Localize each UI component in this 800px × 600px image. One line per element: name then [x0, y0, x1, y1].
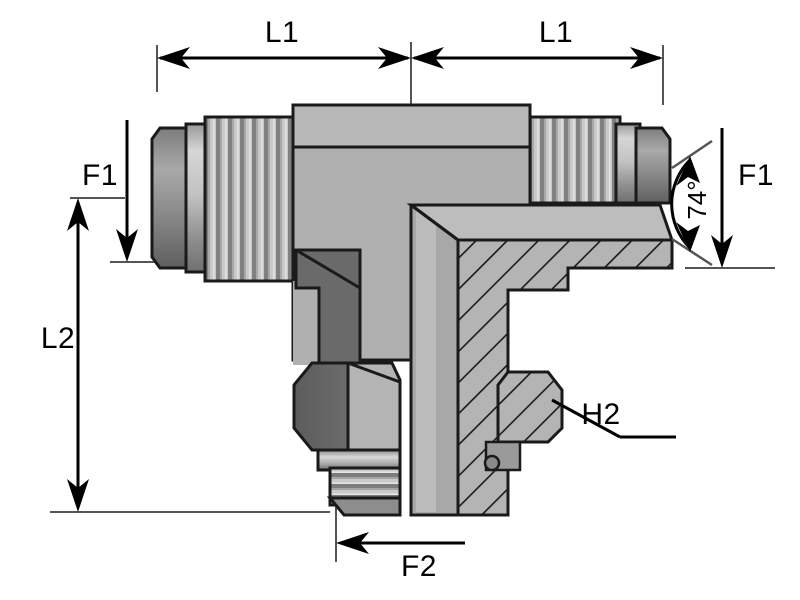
- section-hatched-region: [456, 238, 674, 517]
- bottom-orb-port: [292, 361, 402, 517]
- label-l1-right: L1: [539, 16, 573, 49]
- dimension-l1-left: [157, 47, 411, 69]
- dimension-f2: [336, 532, 465, 554]
- angle-arrow-bottom: [676, 222, 700, 252]
- callout-h2: [551, 398, 676, 439]
- h2-hex-shape: [496, 370, 564, 444]
- l1-right-arrow-start: [411, 47, 444, 69]
- vertical-column-hilite: [416, 210, 436, 512]
- extension-lines: [50, 42, 775, 562]
- left-thread-shank: [203, 115, 299, 283]
- f1-right-arrowhead: [711, 235, 733, 268]
- label-f1-right: F1: [738, 159, 774, 192]
- left-jic-branch: [150, 115, 299, 283]
- dimension-f1-left: [116, 120, 138, 262]
- bottom-hex-chamfer: [347, 361, 401, 384]
- l1-left-arrow-end: [378, 47, 411, 69]
- dimension-l1-right: [411, 47, 663, 69]
- h2-hex-detail: [483, 370, 564, 472]
- bottom-hex-light-face: [346, 361, 402, 452]
- right-flare-tip: [634, 126, 672, 205]
- bottom-hex-dark-face: [292, 361, 354, 452]
- section-cut-leg: [406, 203, 675, 517]
- f1-left-arrowhead: [116, 229, 138, 262]
- l1-left-arrow-start: [157, 47, 190, 69]
- h2-seal-dot: [483, 454, 501, 472]
- dimension-l2: [67, 198, 89, 512]
- body-top-flat: [291, 103, 532, 149]
- angle-arc: [670, 158, 692, 250]
- dimension-angle-74: [670, 139, 713, 267]
- label-h2: H2: [581, 398, 620, 431]
- angle-ref-line-upper: [671, 139, 713, 170]
- l2-arrow-bottom: [67, 479, 89, 512]
- h2-leader-diagonal: [551, 398, 621, 439]
- l2-arrow-top: [67, 198, 89, 231]
- angle-ref-line-lower: [671, 237, 713, 267]
- shadow-fillet-bevel: [295, 248, 361, 290]
- right-thread-shank: [528, 115, 622, 205]
- bottom-thread-chamfer: [326, 496, 402, 517]
- right-jic-branch: [528, 115, 672, 205]
- angle-arrow-top: [676, 156, 700, 186]
- label-f2: F2: [401, 550, 437, 583]
- label-f1-left: F1: [82, 159, 118, 192]
- tee-vertical-column: [409, 203, 460, 517]
- label-angle-74: 74°: [682, 180, 712, 219]
- label-l2: L2: [41, 322, 75, 355]
- dimension-f1-right: [711, 128, 733, 268]
- f2-arrowhead: [336, 532, 369, 554]
- l1-right-arrow-end: [630, 47, 663, 69]
- label-l1-left: L1: [265, 16, 299, 49]
- section-bevel-edge: [410, 203, 459, 242]
